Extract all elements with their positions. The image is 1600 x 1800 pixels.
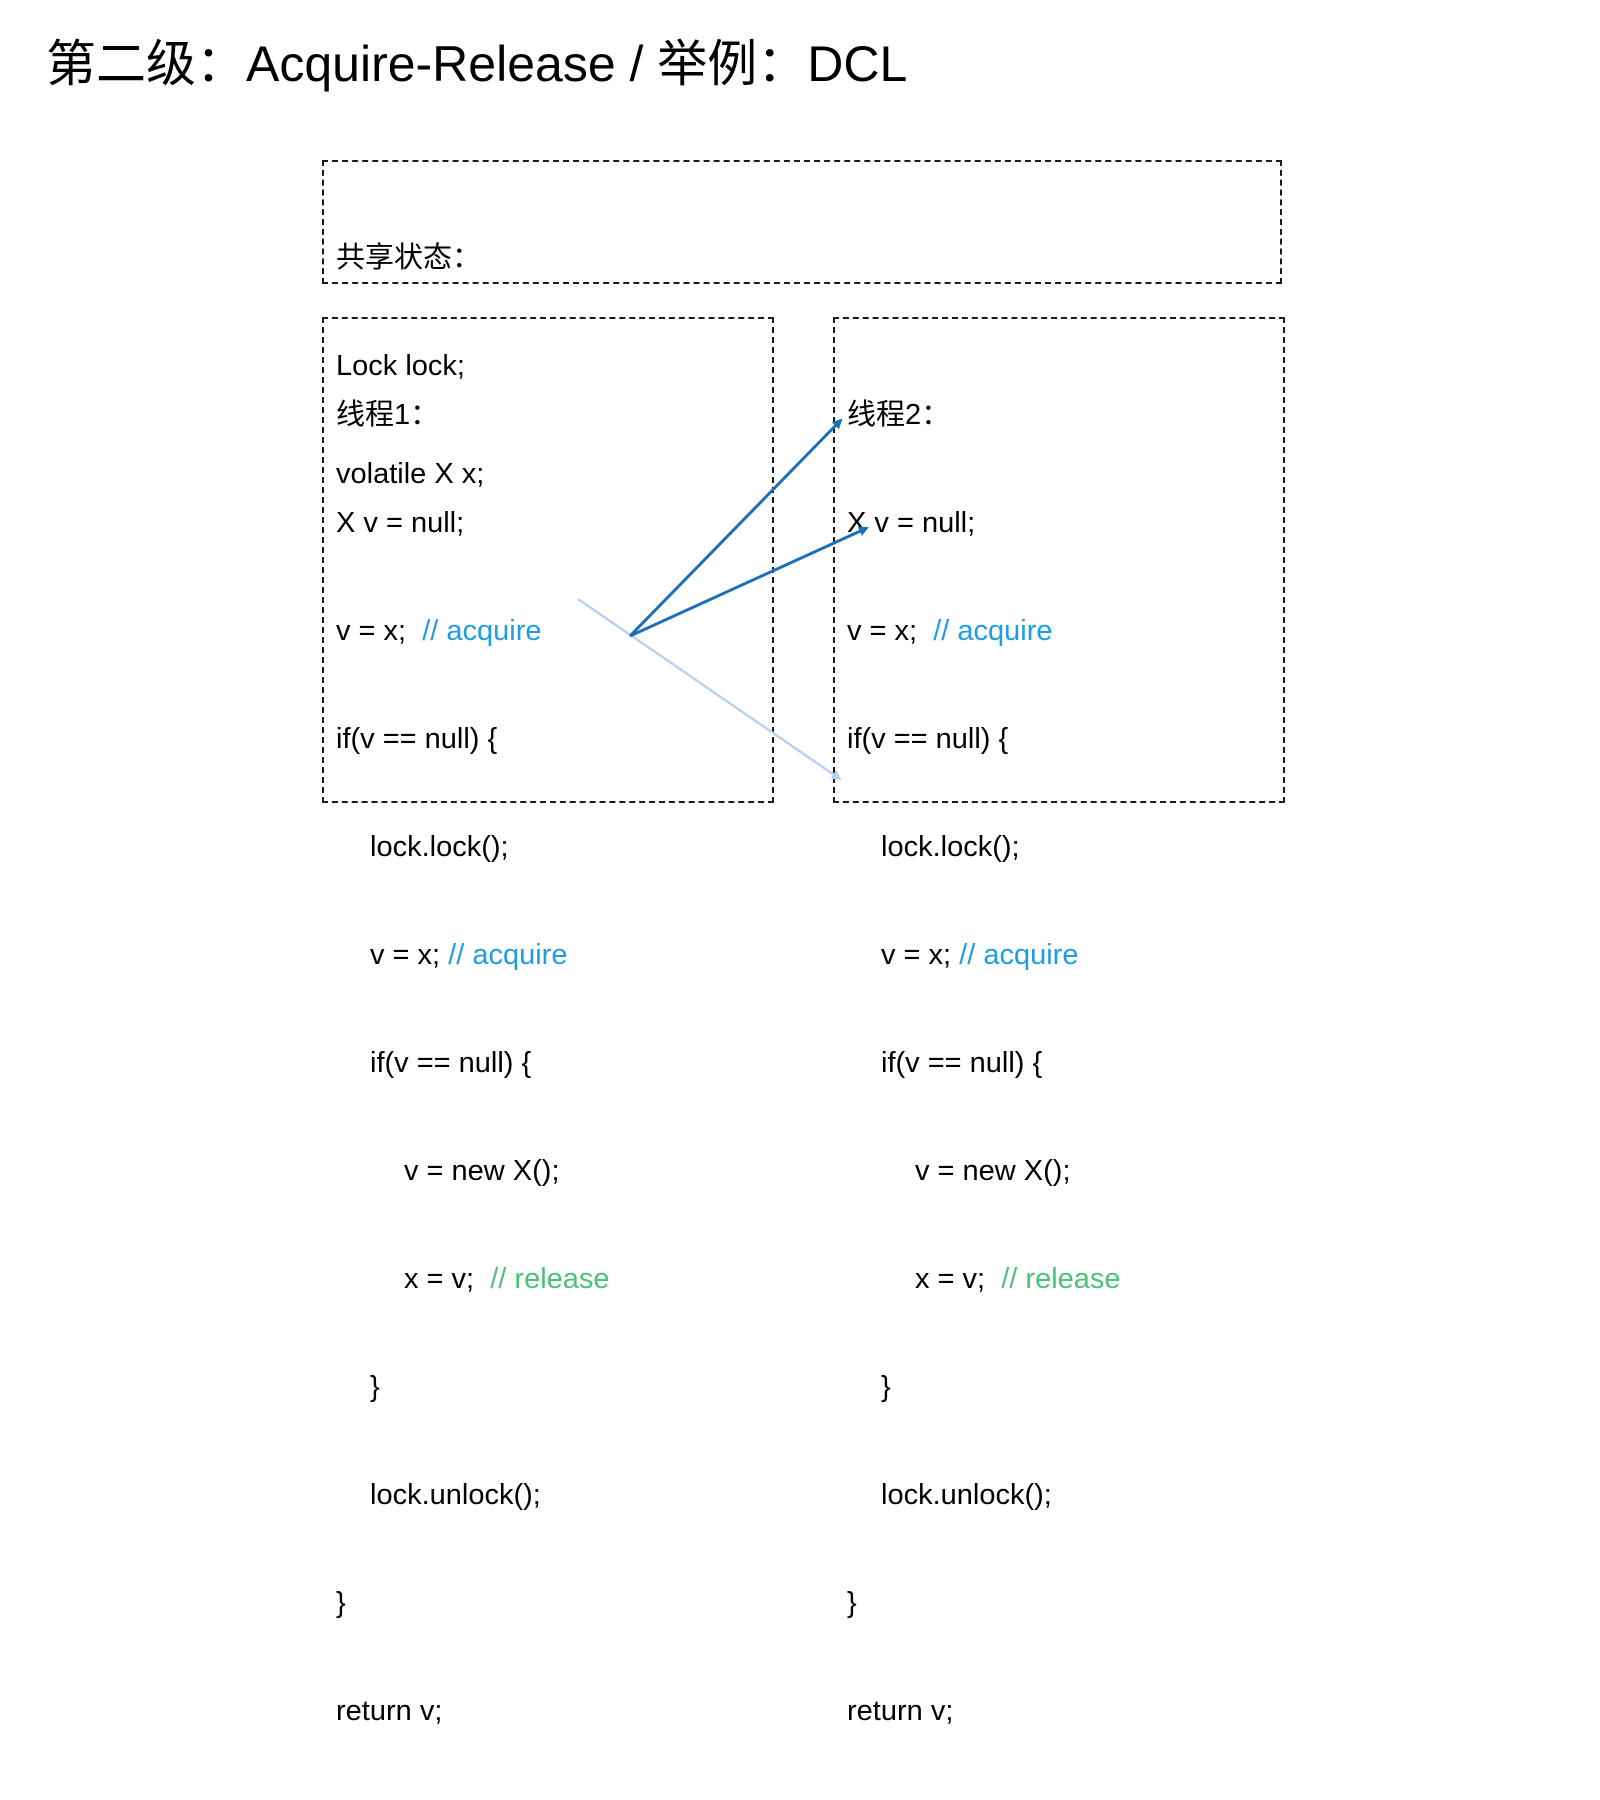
thread2-line-12: return v; bbox=[847, 1695, 954, 1727]
page-title: 第二级：Acquire-Release / 举例：DCL bbox=[46, 36, 908, 92]
thread1-line-4: lock.lock(); bbox=[370, 831, 509, 863]
thread1-line-5-code: v = x; bbox=[370, 939, 449, 971]
shared-x-decl: volatile X x; bbox=[336, 458, 485, 490]
thread1-line-5: v = x; // acquire bbox=[336, 937, 610, 973]
sync-arrows bbox=[577, 418, 869, 781]
thread2-line-11: } bbox=[847, 1587, 857, 1619]
thread2-line-8: x = v; // release bbox=[847, 1261, 1121, 1297]
shared-lock-decl: Lock lock; bbox=[336, 350, 465, 382]
thread2-line-2-code: v = x; bbox=[847, 615, 934, 647]
thread2-acquire-comment-1: // acquire bbox=[933, 615, 1053, 647]
thread2-line-5: v = x; // acquire bbox=[847, 937, 1121, 973]
thread1-code: 线程1： X v = null; v = x; // acquire if(v … bbox=[336, 325, 610, 1800]
thread1-header: 线程1： bbox=[336, 399, 440, 431]
thread2-line-3: if(v == null) { bbox=[847, 723, 1009, 755]
thread2-acquire-comment-2: // acquire bbox=[959, 939, 1079, 971]
thread2-release-comment: // release bbox=[1001, 1263, 1121, 1295]
shared-header: 共享状态： bbox=[336, 242, 482, 274]
thread1-line-11: } bbox=[336, 1587, 346, 1619]
thread1-acquire-comment-1: // acquire bbox=[422, 615, 542, 647]
thread2-line-4: lock.lock(); bbox=[881, 831, 1020, 863]
thread1-line-8-code: x = v; bbox=[404, 1263, 491, 1295]
thread2-line-6: if(v == null) { bbox=[881, 1047, 1043, 1079]
thread2-code: 线程2： X v = null; v = x; // acquire if(v … bbox=[847, 325, 1121, 1800]
thread2-header: 线程2： bbox=[847, 399, 951, 431]
thread1-line-12: return v; bbox=[336, 1695, 443, 1727]
thread1-box: 线程1： X v = null; v = x; // acquire if(v … bbox=[322, 317, 774, 1727]
thread1-line-2-code: v = x; bbox=[336, 615, 423, 647]
thread2-line-7: v = new X(); bbox=[915, 1155, 1071, 1187]
thread1-line-1: X v = null; bbox=[336, 507, 465, 539]
shared-state-code: 共享状态： Lock lock; volatile X x; bbox=[336, 168, 484, 564]
thread2-line-2: v = x; // acquire bbox=[847, 613, 1121, 649]
thread1-acquire-comment-2: // acquire bbox=[448, 939, 568, 971]
thread2-line-9: } bbox=[881, 1371, 891, 1403]
thread1-line-8: x = v; // release bbox=[336, 1261, 610, 1297]
thread2-line-1: X v = null; bbox=[847, 507, 976, 539]
thread1-release-comment: // release bbox=[490, 1263, 610, 1295]
thread1-line-7: v = new X(); bbox=[404, 1155, 560, 1187]
thread2-line-8-code: x = v; bbox=[915, 1263, 1002, 1295]
thread1-line-3: if(v == null) { bbox=[336, 723, 498, 755]
thread2-line-10: lock.unlock(); bbox=[881, 1479, 1052, 1511]
thread1-line-10: lock.unlock(); bbox=[370, 1479, 541, 1511]
shared-state-box: 共享状态： Lock lock; volatile X x; bbox=[322, 160, 1282, 490]
thread1-line-6: if(v == null) { bbox=[370, 1047, 532, 1079]
thread2-box: 线程2： X v = null; v = x; // acquire if(v … bbox=[833, 317, 1285, 1727]
thread1-line-9: } bbox=[370, 1371, 380, 1403]
thread1-line-2: v = x; // acquire bbox=[336, 613, 610, 649]
thread2-line-5-code: v = x; bbox=[881, 939, 960, 971]
